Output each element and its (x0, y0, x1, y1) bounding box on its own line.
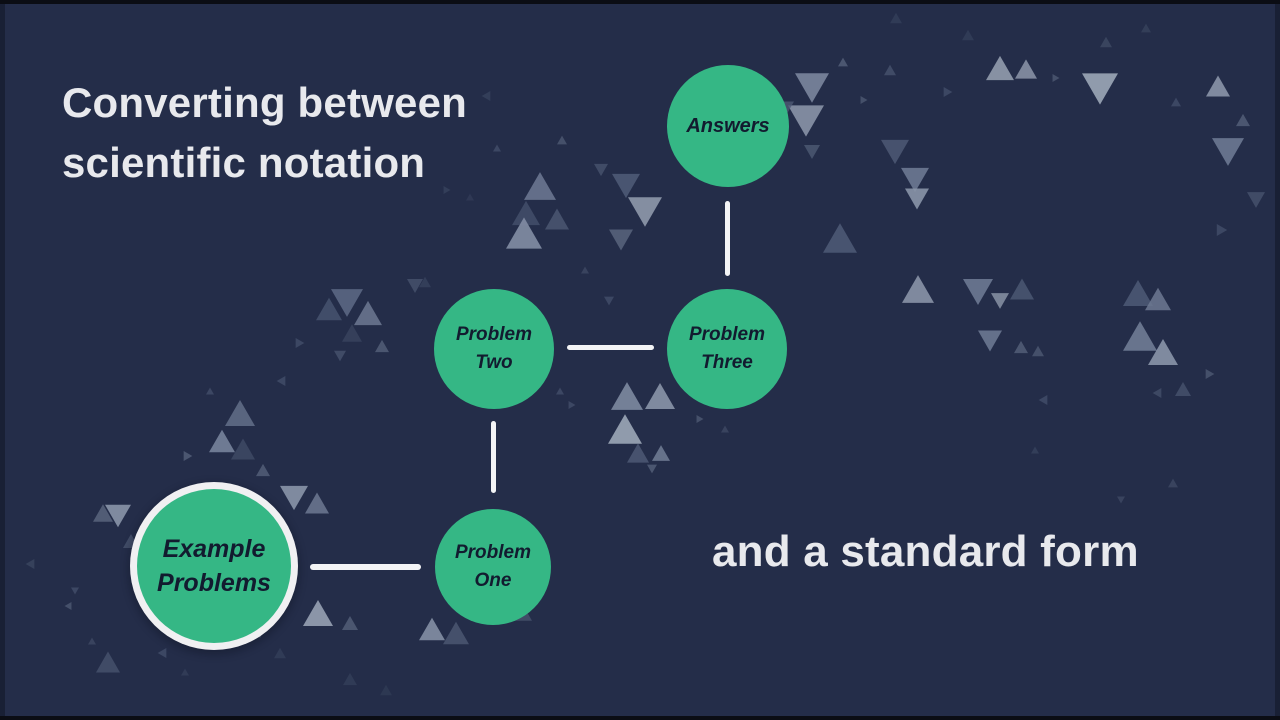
connector-example-problems-problem-one (310, 564, 421, 570)
node-problem-two[interactable]: Problem Two (434, 289, 554, 409)
connector-answers-problem-three (725, 201, 730, 276)
slide-title-line-2: scientific notation (62, 139, 426, 186)
node-example-problems-label-line-2: Problems (157, 569, 271, 597)
node-example-problems-label-line-1: Example (162, 535, 266, 563)
connector-problem-two-problem-three (567, 345, 654, 350)
node-problem-one-label-line-2: One (474, 570, 512, 591)
letterbox-bar-bottom (0, 716, 1280, 720)
node-problem-one[interactable]: Problem One (435, 509, 551, 625)
node-problem-three-label-line-1: Problem (688, 324, 766, 345)
right-edge-shade (1275, 0, 1280, 720)
letterbox-bar-top (0, 0, 1280, 4)
slide-subtitle: and a standard form (712, 527, 1139, 576)
node-answers-label: Answers (686, 114, 770, 137)
slide-title: Converting between scientific notation (62, 73, 467, 193)
node-problem-two-label-line-1: Problem (455, 324, 533, 345)
node-problem-one-label-line-1: Problem (454, 542, 532, 563)
node-answers[interactable]: Answers (667, 65, 789, 187)
node-example-problems-current[interactable]: Example Problems (137, 489, 291, 643)
slide-title-line-1: Converting between (62, 79, 467, 126)
node-problem-three-label-line-2: Three (701, 352, 753, 373)
connector-problem-two-problem-one (491, 421, 496, 493)
node-problem-two-label-line-2: Two (475, 352, 513, 373)
left-edge-shade (0, 0, 5, 720)
node-problem-three[interactable]: Problem Three (667, 289, 787, 409)
